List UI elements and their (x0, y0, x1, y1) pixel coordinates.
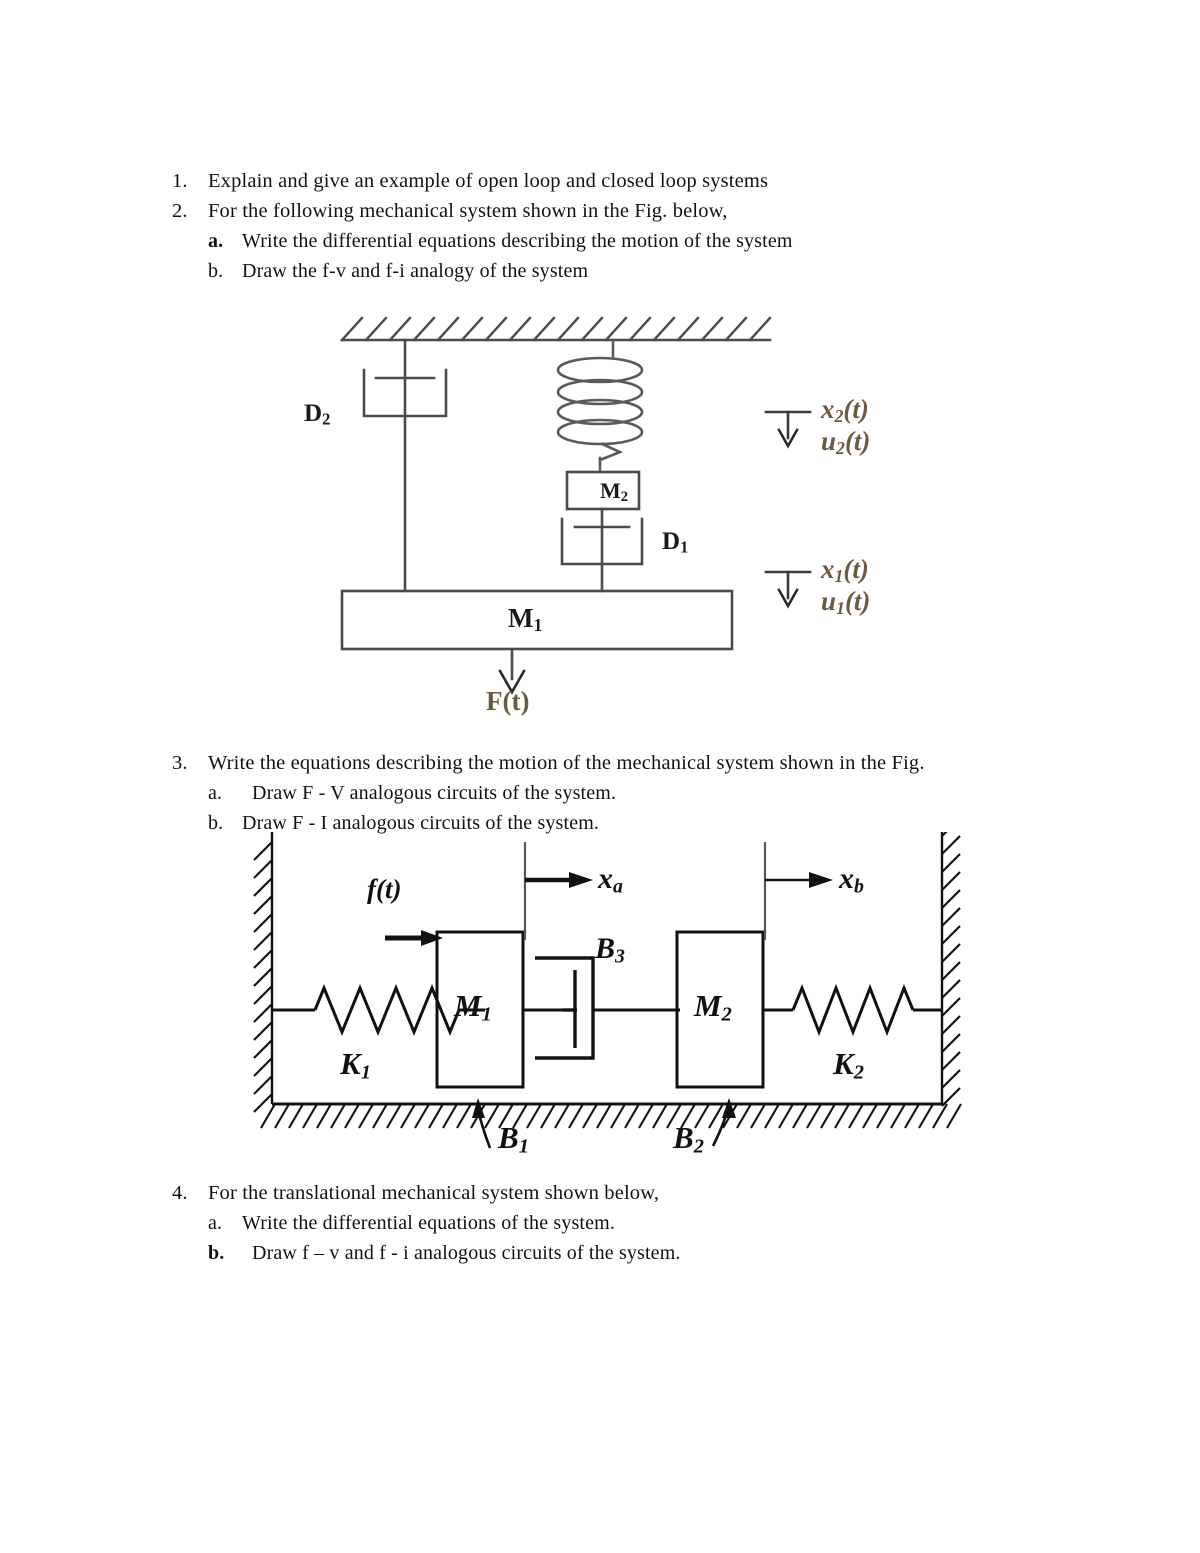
force-ft-label: F(t) (486, 686, 530, 716)
displacement-marker-lower (764, 570, 812, 609)
question-2-sub-b-marker: b. (208, 260, 224, 282)
question-4-sub-b-text: Draw f – v and f - i analogous circuits … (252, 1242, 681, 1264)
displacement-marker-upper (764, 410, 812, 449)
displacement-xb-label: xb (839, 862, 864, 898)
force-arrow-head (498, 669, 526, 695)
mass-2-label: M2 (600, 478, 629, 506)
question-item-4: 4. For the translational mechanical syst… (172, 1178, 1072, 1208)
ground-support (260, 1102, 962, 1129)
displacement-u2-label: u2(t) (821, 426, 871, 458)
question-4-subitem-a: a. Write the differential equations of t… (172, 1208, 1072, 1238)
question-4-sub-a-marker: a. (208, 1212, 223, 1234)
figure-2-svg (253, 832, 962, 1149)
question-1-text: Explain and give an example of open loop… (208, 170, 769, 192)
friction-arrow-b2 (722, 1098, 736, 1118)
mass-1-block (340, 589, 734, 651)
question-2-text: For the following mechanical system show… (208, 200, 728, 222)
force-ft-label-fig2: f(t) (367, 874, 402, 904)
spring-k2 (763, 983, 942, 1037)
displacement-x2-label: x2(t) (821, 394, 869, 426)
question-item-3: 3. Write the equations describing the mo… (172, 748, 1072, 778)
friction-b2-label: B2 (673, 1120, 704, 1158)
question-3-text: Write the equations describing the motio… (208, 752, 925, 774)
question-4-text: For the translational mechanical system … (208, 1182, 660, 1204)
question-3-sub-b-text: Draw F - I analogous circuits of the sys… (242, 812, 600, 834)
displacement-marker-xa (523, 842, 593, 940)
question-2-sub-a-text: Write the differential equations describ… (242, 230, 793, 252)
damper-b3 (535, 956, 595, 1060)
helical-spring (556, 338, 644, 474)
question-3-subitem-a: a. Draw F - V analogous circuits of the … (172, 778, 1072, 808)
figure-1-svg (340, 316, 812, 695)
friction-arrow-b1 (472, 1098, 485, 1118)
damper-b3-label: B3 (595, 932, 625, 968)
right-wall (940, 832, 961, 1107)
question-3-sub-a-text: Draw F - V analogous circuits of the sys… (252, 782, 617, 804)
figure-horizontal-mechanical-system: f(t) xa xb M1 M2 K1 K2 B3 B1 B2 (245, 832, 970, 1172)
question-2-sub-b-text: Draw the f-v and f-i analogy of the syst… (242, 260, 589, 282)
question-item-1: 1. Explain and give an example of open l… (172, 166, 1072, 196)
question-item-2: 2. For the following mechanical system s… (172, 196, 1072, 226)
question-4-sub-a-text: Write the differential equations of the … (242, 1212, 615, 1234)
mass-2-label-fig2: M2 (694, 988, 732, 1026)
question-3-sub-a-marker: a. (208, 782, 223, 804)
question-3-subitem-b: b. Draw F - I analogous circuits of the … (172, 808, 1072, 838)
question-3-sub-b-marker: b. (208, 812, 224, 834)
damper-2-label: D2 (304, 400, 331, 429)
displacement-marker-xb (763, 842, 833, 940)
spring-k1-label: K1 (340, 1046, 371, 1084)
question-2-marker: 2. (172, 200, 188, 222)
mass-1-label-fig2: M1 (454, 988, 492, 1026)
ceiling-hatching (340, 316, 772, 342)
question-2-subitem-b: b. Draw the f-v and f-i analogy of the s… (172, 256, 1072, 286)
question-3-marker: 3. (172, 752, 188, 774)
displacement-u1-label: u1(t) (821, 586, 871, 618)
question-4-sub-b-marker: b. (208, 1242, 225, 1264)
question-block-1: 1. Explain and give an example of open l… (172, 166, 1072, 286)
force-ft-arrow-fig2 (385, 930, 443, 946)
displacement-x1-label: x1(t) (821, 554, 869, 586)
spring-k1 (272, 984, 485, 1036)
question-2-subitem-a: a. Write the differential equations desc… (172, 226, 1072, 256)
question-4-subitem-b: b. Draw f – v and f - i analogous circui… (172, 1238, 1072, 1268)
left-wall (253, 832, 274, 1113)
displacement-xa-label: xa (598, 862, 623, 898)
question-block-3: 4. For the translational mechanical syst… (172, 1178, 1072, 1268)
question-4-marker: 4. (172, 1182, 188, 1204)
figure-vertical-mechanical-system: D2 M2 D1 M1 F(t) x2(t) u2(t) x1(t) u1(t) (290, 300, 930, 730)
spring-k2-label: K2 (833, 1046, 864, 1084)
friction-b1-label: B1 (498, 1120, 529, 1158)
question-1-marker: 1. (172, 170, 188, 192)
damper-1-label: D1 (662, 528, 689, 557)
question-block-2: 3. Write the equations describing the mo… (172, 748, 1072, 838)
mass-1-label: M1 (508, 603, 543, 635)
question-2-sub-a-marker: a. (208, 230, 224, 252)
